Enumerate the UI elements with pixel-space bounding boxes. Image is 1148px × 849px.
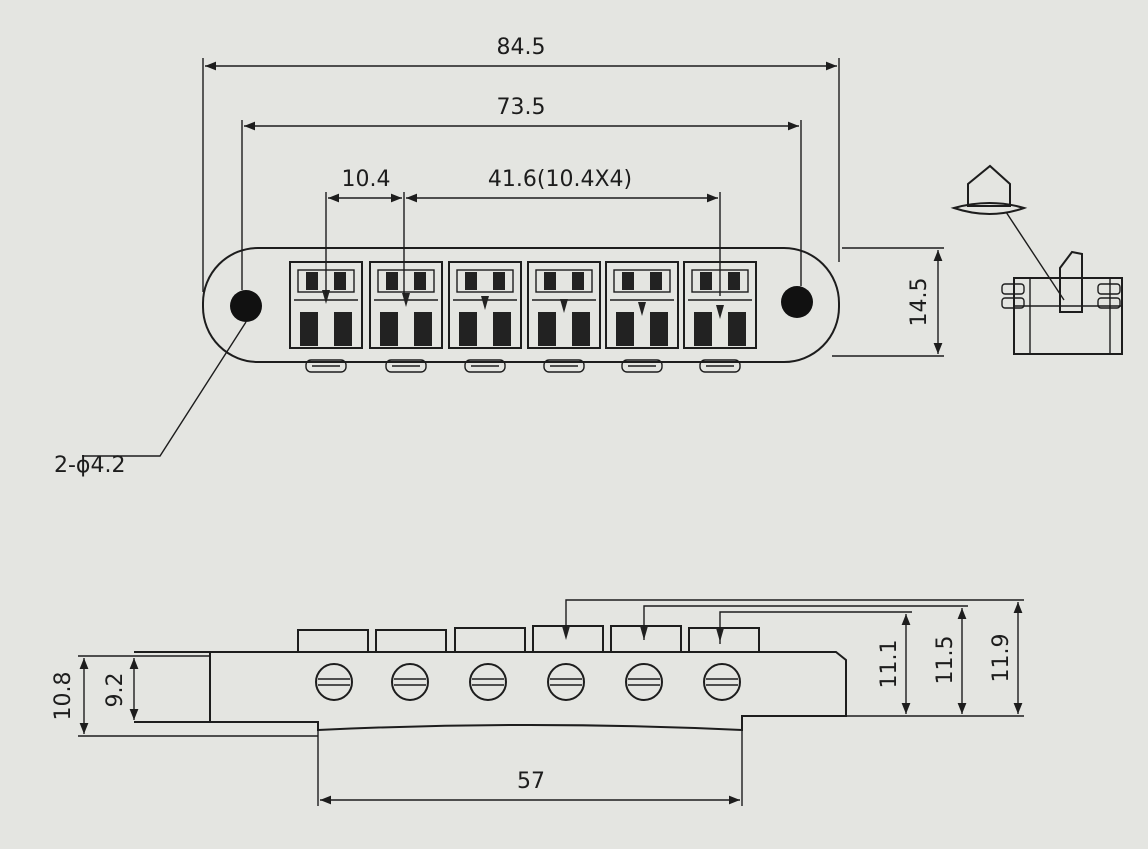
side-saddle <box>297 629 369 653</box>
side-saddle <box>375 629 447 653</box>
saddle <box>527 261 601 349</box>
saddle-row <box>289 261 757 349</box>
side-screw <box>315 663 353 701</box>
end-view <box>950 164 1123 355</box>
screw-head-row <box>305 359 741 373</box>
dim-saddle-pitch: 10.4 <box>342 167 391 192</box>
saddle <box>683 261 757 349</box>
dim-holes-callout: 2-ϕ4.2 <box>54 453 125 478</box>
screw-head <box>699 359 741 373</box>
side-saddle <box>532 625 604 653</box>
screw-head <box>385 359 427 373</box>
dim-hole-span: 73.5 <box>497 95 546 120</box>
saddle <box>605 261 679 349</box>
mount-hole-right <box>781 286 813 318</box>
dim-overall-width: 84.5 <box>497 35 546 60</box>
saddle <box>369 261 443 349</box>
side-screw <box>469 663 507 701</box>
side-screw <box>547 663 585 701</box>
bridge-body <box>202 247 840 363</box>
dim-h3: 11.9 <box>989 634 1014 683</box>
side-view: 10.8 9.2 11.1 11.5 11.9 57 <box>51 599 1024 806</box>
mount-hole-left <box>230 290 262 322</box>
dim-height-inner: 9.2 <box>103 673 128 708</box>
screw-head <box>305 359 347 373</box>
saddle <box>448 261 522 349</box>
saddle-tip-detail <box>967 164 1011 207</box>
screw-head <box>543 359 585 373</box>
side-screw <box>625 663 663 701</box>
side-saddle <box>454 627 526 653</box>
dim-height: 14.5 <box>907 278 932 327</box>
side-screw <box>703 663 741 701</box>
side-saddle-row <box>297 625 760 653</box>
dim-h2: 11.5 <box>933 636 958 685</box>
dim-h1: 11.1 <box>877 640 902 689</box>
screw-head <box>464 359 506 373</box>
side-screw-row <box>315 663 741 701</box>
top-view: 84.5 73.5 10.4 41.6(10.4X4) 14.5 2-ϕ4.2 <box>54 35 944 478</box>
side-saddle <box>688 627 760 653</box>
dim-saddle-range: 41.6(10.4X4) <box>488 167 632 192</box>
dim-height-outer: 10.8 <box>51 672 76 721</box>
side-screw <box>391 663 429 701</box>
screw-head <box>621 359 663 373</box>
dim-base-length: 57 <box>517 769 545 794</box>
side-saddle <box>610 625 682 653</box>
